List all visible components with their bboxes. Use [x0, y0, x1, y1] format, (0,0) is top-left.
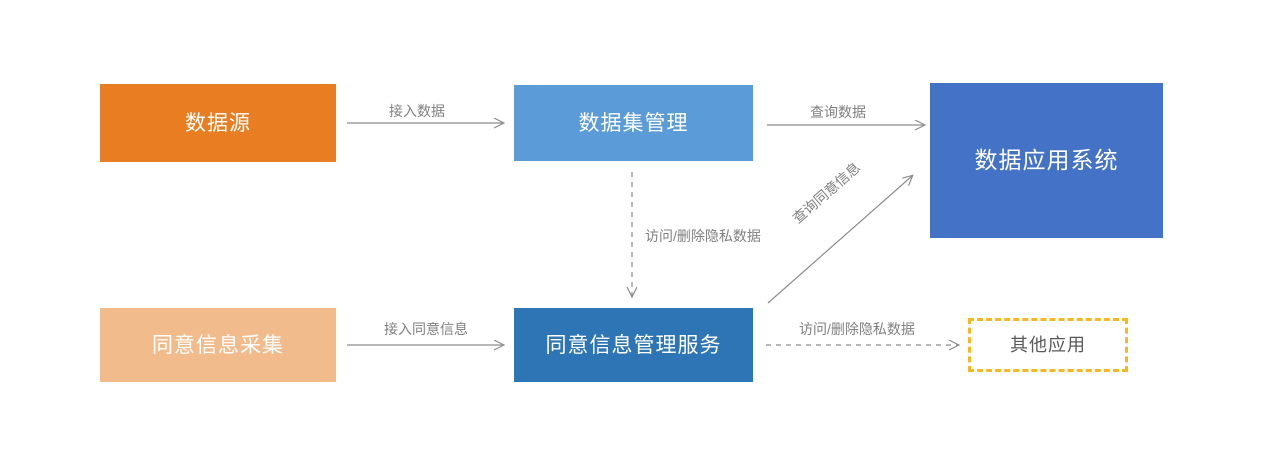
edge-label-ingest-data: 接入数据 [389, 103, 445, 119]
edge-label-access-delete-private: 访问/删除隐私数据 [645, 228, 761, 244]
edge-label-query-consent: 查询同意信息 [789, 159, 864, 227]
node-dataset-management[interactable]: 数据集管理 [514, 85, 753, 161]
edge-label-access-delete-other: 访问/删除隐私数据 [799, 321, 915, 337]
node-consent-management-service[interactable]: 同意信息管理服务 [514, 308, 753, 382]
edge-query-consent [767, 176, 912, 304]
edge-label-ingest-consent: 接入同意信息 [384, 321, 468, 337]
node-data-source[interactable]: 数据源 [100, 84, 336, 162]
edge-label-query-data: 查询数据 [810, 104, 866, 120]
node-consent-collection[interactable]: 同意信息采集 [100, 308, 336, 382]
node-other-application[interactable]: 其他应用 [968, 318, 1128, 372]
node-data-application-system[interactable]: 数据应用系统 [930, 83, 1163, 238]
